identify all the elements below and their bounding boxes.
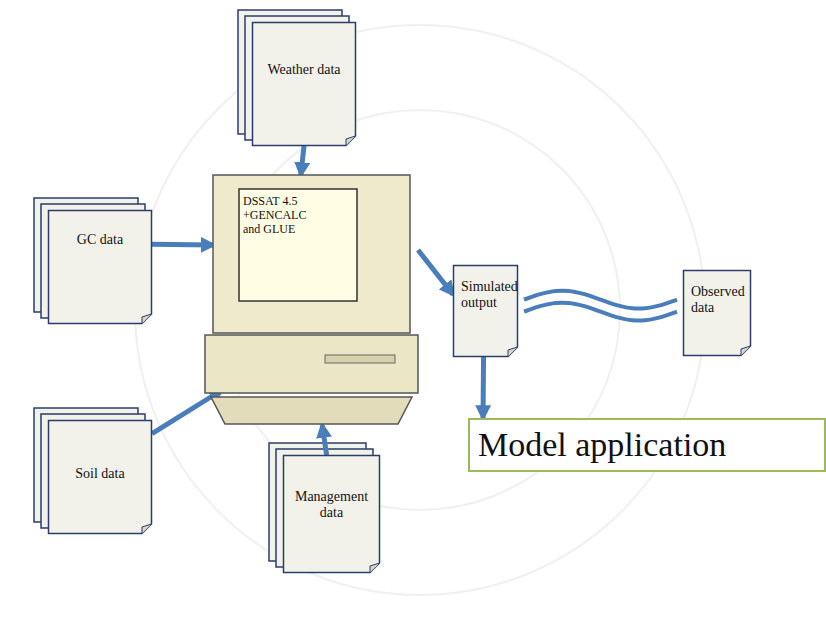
- page-outline: [453, 265, 518, 357]
- page-fold: [741, 346, 751, 356]
- keyboard: [211, 397, 412, 424]
- computer-outline: [205, 175, 418, 425]
- computer-base: [205, 335, 418, 393]
- page-outline: [454, 266, 518, 357]
- node-label: Observed data: [691, 284, 743, 316]
- application-box: Model application: [468, 418, 826, 472]
- computer-node: DSSAT 4.5 +GENCALC and GLUE: [205, 175, 418, 425]
- flow-arrow: [152, 242, 214, 248]
- management-doc: Management data: [283, 455, 380, 573]
- flow-arrow: [418, 250, 453, 294]
- watermark-seal: [135, 25, 705, 595]
- screen-text: DSSAT 4.5 +GENCALC and GLUE: [243, 195, 317, 236]
- page-outline: [49, 211, 152, 324]
- page-fold: [508, 347, 518, 357]
- flow-arrow: [481, 357, 487, 418]
- page-outline: [252, 22, 356, 146]
- observed-doc: Observed data: [683, 270, 751, 356]
- flow-arrow: [322, 425, 327, 455]
- node-label: GC data: [56, 232, 144, 248]
- gc-doc: GC data: [48, 210, 152, 324]
- node-label: Weather data: [260, 62, 348, 78]
- node-label: Simulated output: [461, 279, 510, 311]
- page-fold: [370, 563, 380, 573]
- weather-doc: Weather data: [252, 22, 356, 146]
- monitor-screen: [239, 189, 357, 301]
- disk-drive: [325, 355, 395, 363]
- node-label: Management data: [291, 489, 372, 521]
- monitor-frame: [213, 175, 410, 333]
- page-outline: [48, 210, 152, 324]
- page-fold: [346, 136, 356, 146]
- page-outline: [684, 271, 751, 356]
- panel-outline: [469, 419, 825, 471]
- page-fold: [142, 314, 152, 324]
- page-outline: [49, 421, 152, 534]
- page-outline: [284, 456, 380, 573]
- flow-arrow: [301, 146, 304, 175]
- approx-second-stroke: [524, 303, 677, 321]
- page-fold: [142, 524, 152, 534]
- node-label: Model application: [478, 425, 726, 464]
- node-label: Soil data: [56, 466, 144, 482]
- page-outline: [253, 23, 356, 146]
- simulated-doc: Simulated output: [453, 265, 518, 357]
- soil-doc: Soil data: [48, 420, 152, 534]
